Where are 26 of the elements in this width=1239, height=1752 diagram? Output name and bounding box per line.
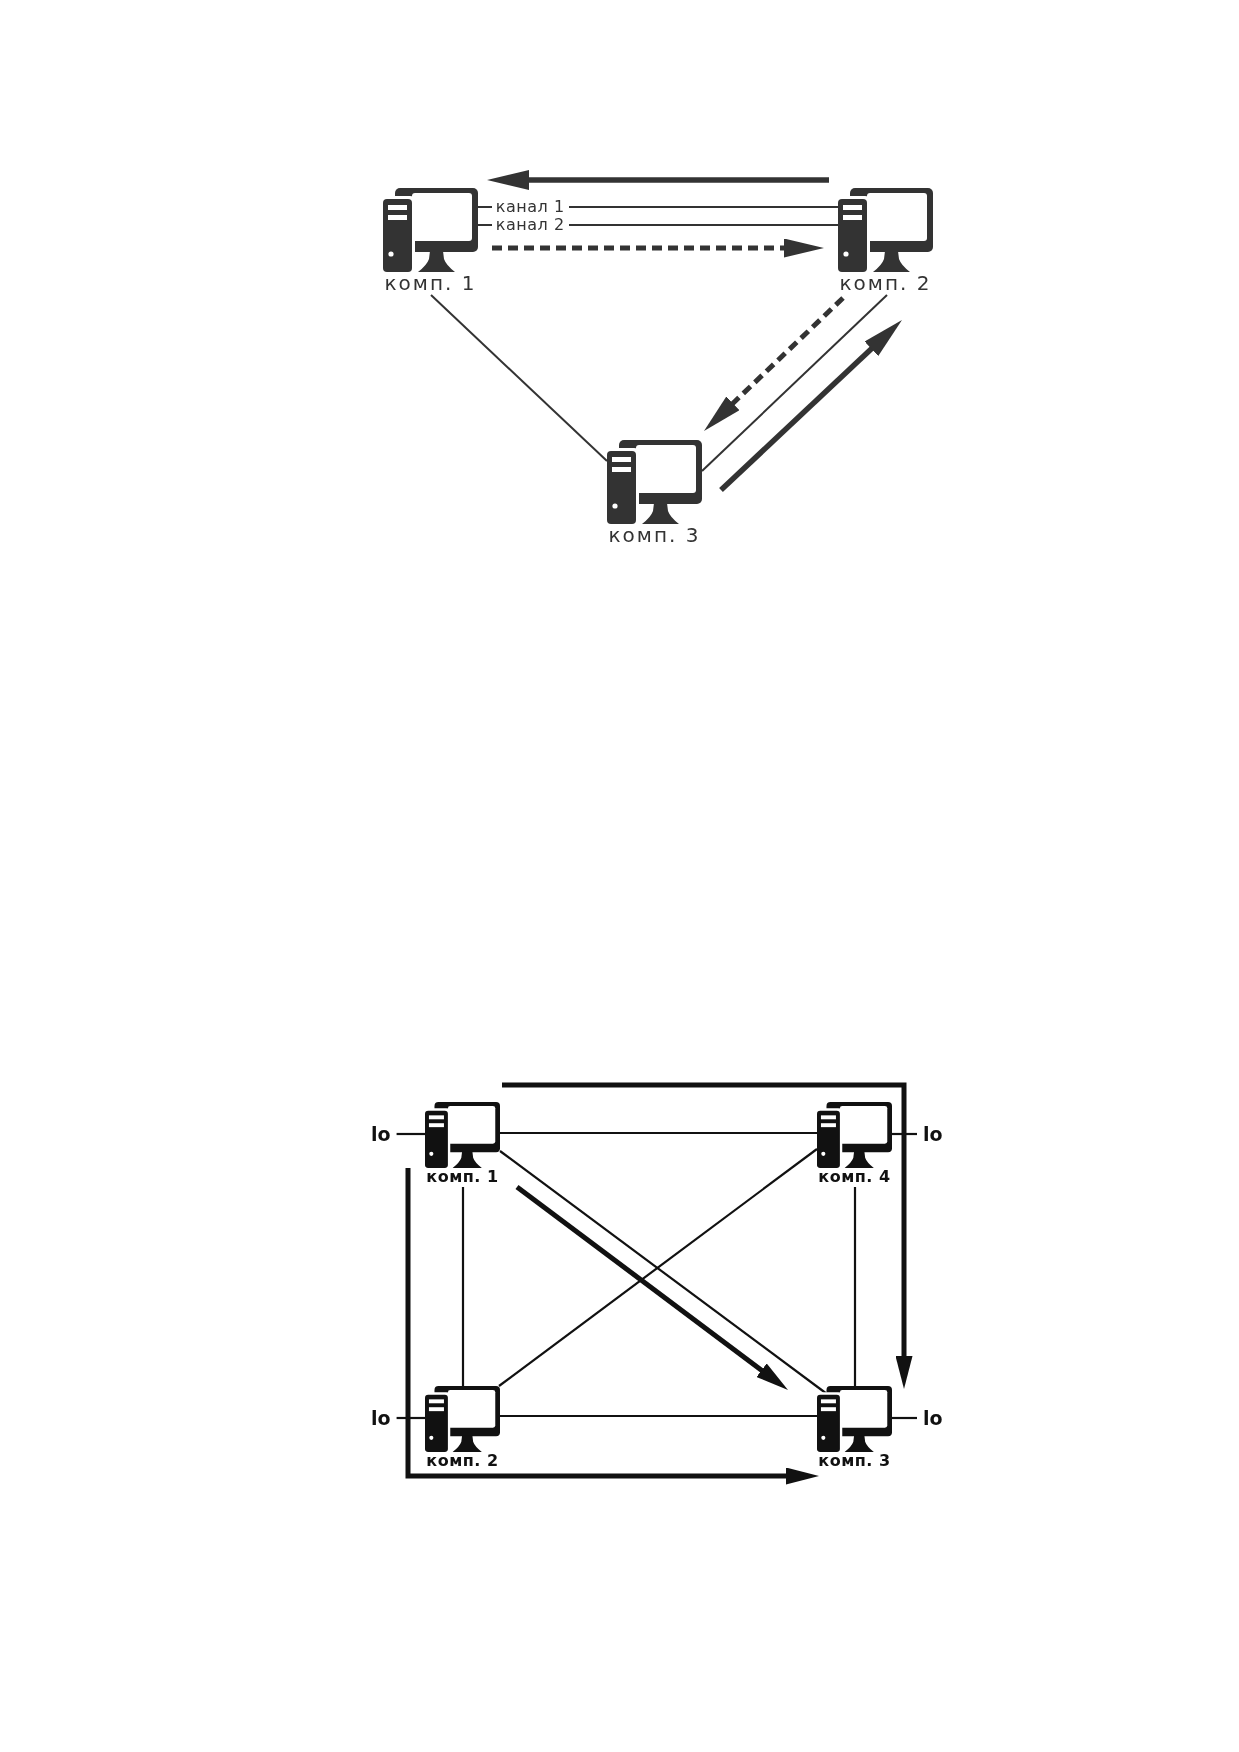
computer-label: комп. 3 <box>607 524 702 546</box>
connector-line <box>892 1132 917 1136</box>
interface-label: lo <box>923 1407 943 1429</box>
connector-line <box>396 1416 425 1420</box>
connector-line <box>701 294 888 472</box>
arrow <box>405 1168 819 1485</box>
connector-line <box>396 1132 425 1136</box>
dashed-arrow <box>492 238 824 258</box>
interface-label: lo <box>923 1123 943 1145</box>
interface-label: lo <box>371 1407 391 1429</box>
computer-label: комп. 4 <box>817 1168 892 1186</box>
dashed-arrow <box>704 296 845 431</box>
connector-line <box>430 294 608 462</box>
computer-label: комп. 2 <box>425 1452 500 1470</box>
arrow <box>487 170 829 190</box>
arrow <box>719 320 902 492</box>
computer-label: комп. 1 <box>425 1168 500 1186</box>
arrow <box>515 1185 788 1390</box>
connector-line <box>892 1416 917 1420</box>
interface-label: lo <box>371 1123 391 1145</box>
connector-line <box>500 1131 817 1135</box>
computer-label: комп. 1 <box>383 272 478 294</box>
computer-label: комп. 3 <box>817 1452 892 1470</box>
computer-label: комп. 2 <box>838 272 933 294</box>
connector-line <box>500 1414 817 1418</box>
arrow <box>502 1082 913 1389</box>
